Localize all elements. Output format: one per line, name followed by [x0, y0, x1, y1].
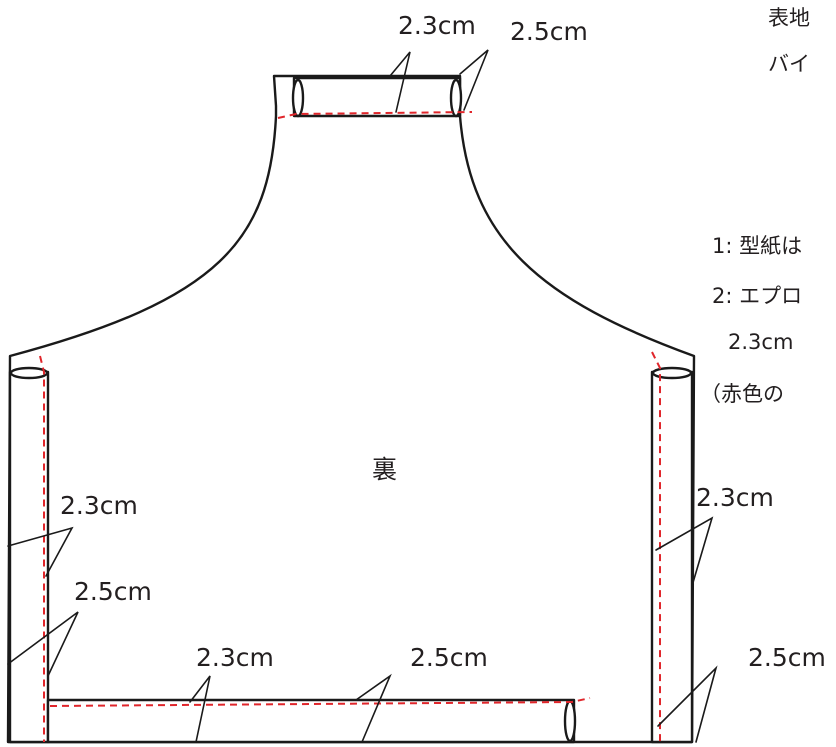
bottom-stitch-line — [49, 697, 591, 707]
neck-fold-end-right — [449, 78, 463, 118]
bottom-outer-dimension: 2.5cm — [410, 643, 488, 672]
left-outer-leader — [7, 611, 79, 677]
bottom-hem-fold — [46, 698, 576, 744]
right-hem-fold — [650, 370, 694, 744]
note-step-2: 2: エプロ — [712, 284, 803, 308]
bottom-inner-leader — [189, 675, 211, 743]
right-fold-end-top — [651, 366, 693, 380]
note-line-2: バイ — [768, 52, 810, 76]
note-step-2-continued: 2.3cm — [728, 330, 794, 354]
wrong-side-label: 裏 — [372, 455, 397, 484]
note-remark: （赤色の — [700, 382, 784, 406]
bottom-inner-dimension: 2.3cm — [196, 643, 274, 672]
left-outer-dimension: 2.5cm — [74, 577, 152, 606]
left-inner-leader — [7, 526, 74, 577]
left-fold-end-top — [9, 366, 49, 380]
left-hem-fold — [8, 370, 50, 744]
bottom-outer-leader — [355, 673, 392, 743]
right-inner-dimension: 2.3cm — [696, 483, 774, 512]
neck-inner-dimension: 2.3cm — [398, 11, 476, 40]
right-inner-leader — [655, 516, 714, 587]
right-outer-leader — [657, 665, 718, 743]
note-line-1: 表地 — [768, 6, 810, 30]
neck-outer-leader — [459, 49, 489, 111]
left-stitch-line — [39, 355, 45, 742]
right-stitch-line — [651, 351, 661, 742]
neck-stitch-line — [277, 111, 473, 119]
right-outer-dimension: 2.5cm — [748, 643, 826, 672]
neck-fold-end-left — [291, 78, 305, 118]
neck-outer-dimension: 2.5cm — [510, 17, 588, 46]
neck-inner-leader — [389, 51, 411, 113]
note-step-1: 1: 型紙は — [712, 234, 803, 258]
left-inner-dimension: 2.3cm — [60, 491, 138, 520]
neck-hem-fold — [292, 76, 462, 118]
bottom-fold-end-right — [563, 699, 577, 743]
apron-outline — [6, 74, 696, 744]
